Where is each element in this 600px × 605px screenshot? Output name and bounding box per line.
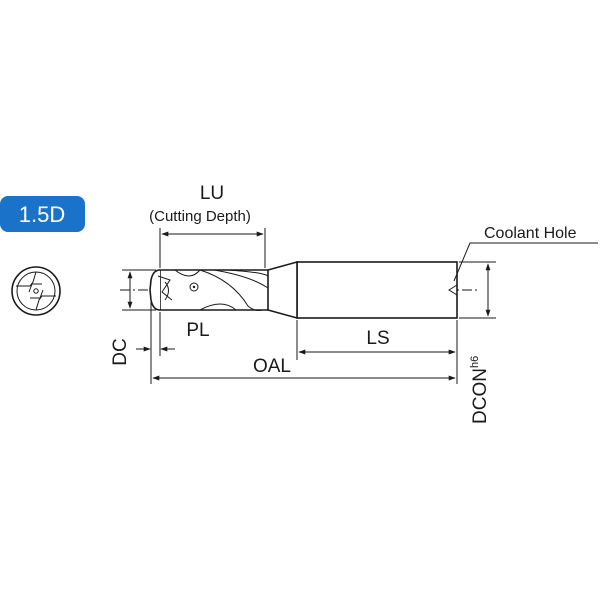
pl-dimension: PL — [136, 302, 210, 384]
coolant-hole-outlet-icon — [189, 282, 199, 292]
coolant-hole-inlet-icon — [448, 284, 458, 296]
badge-label: 1.5D — [19, 202, 65, 227]
ls-dimension: LS — [296, 320, 458, 384]
cutting-edges-icon — [16, 271, 56, 311]
ls-label: LS — [366, 328, 389, 349]
lu-label: LU — [200, 183, 224, 204]
drill-tip — [149, 269, 161, 311]
pl-label: PL — [186, 320, 209, 341]
end-view — [11, 266, 61, 316]
coolant-hole-label: Coolant Hole — [484, 225, 577, 242]
drill-body — [149, 260, 458, 320]
dcon-label: DCONh6 — [469, 356, 491, 424]
diameter-ratio-badge: 1.5D — [0, 196, 85, 232]
dc-label: DC — [110, 338, 131, 365]
dc-dimension: DC — [110, 269, 156, 366]
lu-note: (Cutting Depth) — [149, 208, 251, 225]
coolant-hole-callout: Coolant Hole — [453, 225, 598, 282]
oal-dimension: OAL — [152, 356, 456, 381]
dcon-tolerance: h6 — [469, 356, 481, 368]
shank — [296, 261, 458, 319]
lu-dimension: LU (Cutting Depth) — [149, 183, 266, 268]
dcon-label-main: DCON — [470, 368, 491, 424]
neck-transition — [267, 260, 298, 320]
dcon-dimension: DCONh6 — [459, 261, 496, 424]
oal-label: OAL — [253, 356, 291, 377]
end-view-outer-circle — [11, 266, 61, 316]
